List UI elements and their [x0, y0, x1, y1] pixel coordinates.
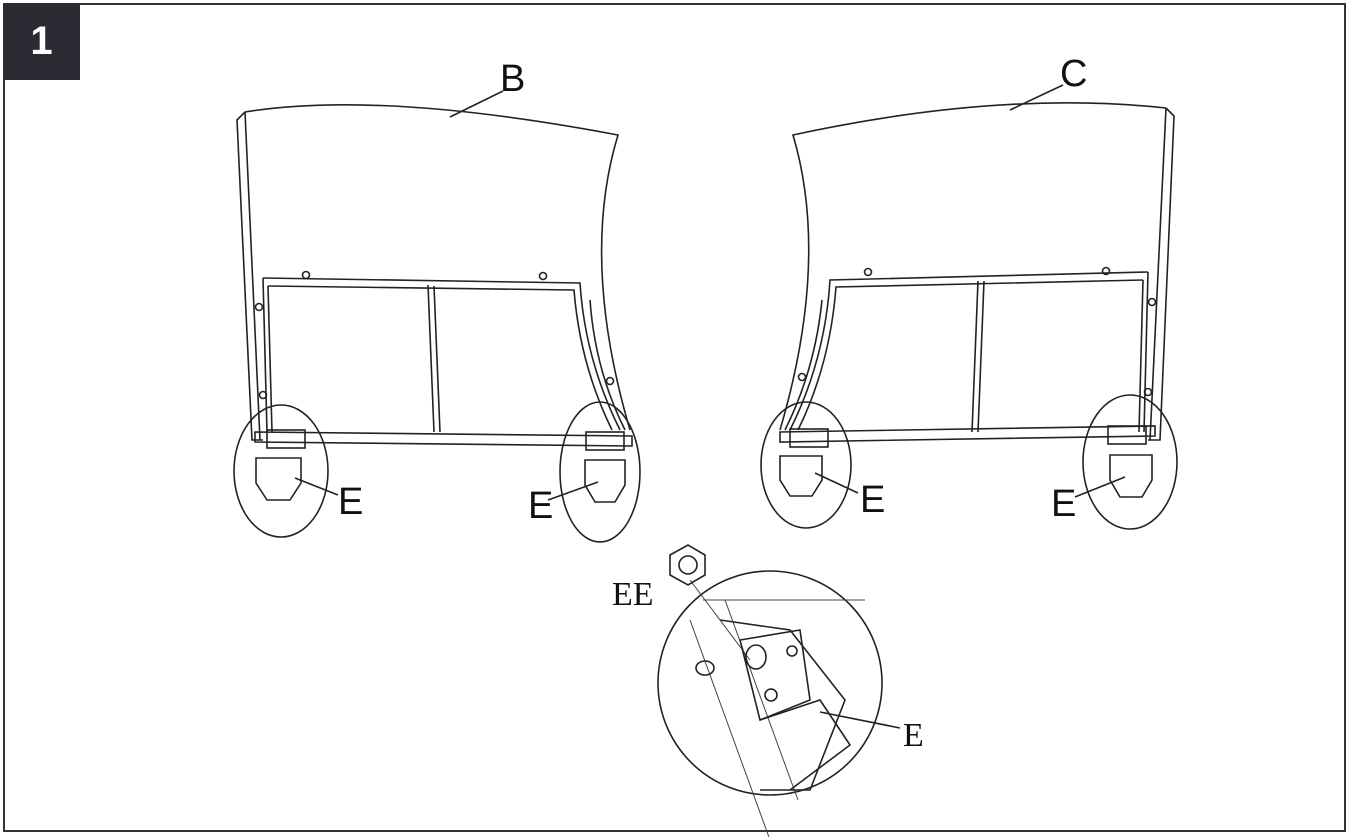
label-foot-4: E [1051, 483, 1076, 525]
label-panel-c: C [1060, 53, 1087, 95]
label-foot-3: E [860, 479, 885, 521]
label-panel-b: B [500, 58, 525, 100]
label-nut: EE [612, 576, 654, 613]
label-foot-1: E [338, 481, 363, 523]
label-foot-detail: E [903, 717, 924, 754]
step-number-badge: 1 [3, 3, 80, 80]
detail-view [657, 544, 901, 837]
diagram-frame [3, 3, 1346, 832]
panel-c [760, 84, 1178, 530]
label-foot-2: E [528, 485, 553, 527]
panel-b [233, 90, 641, 543]
